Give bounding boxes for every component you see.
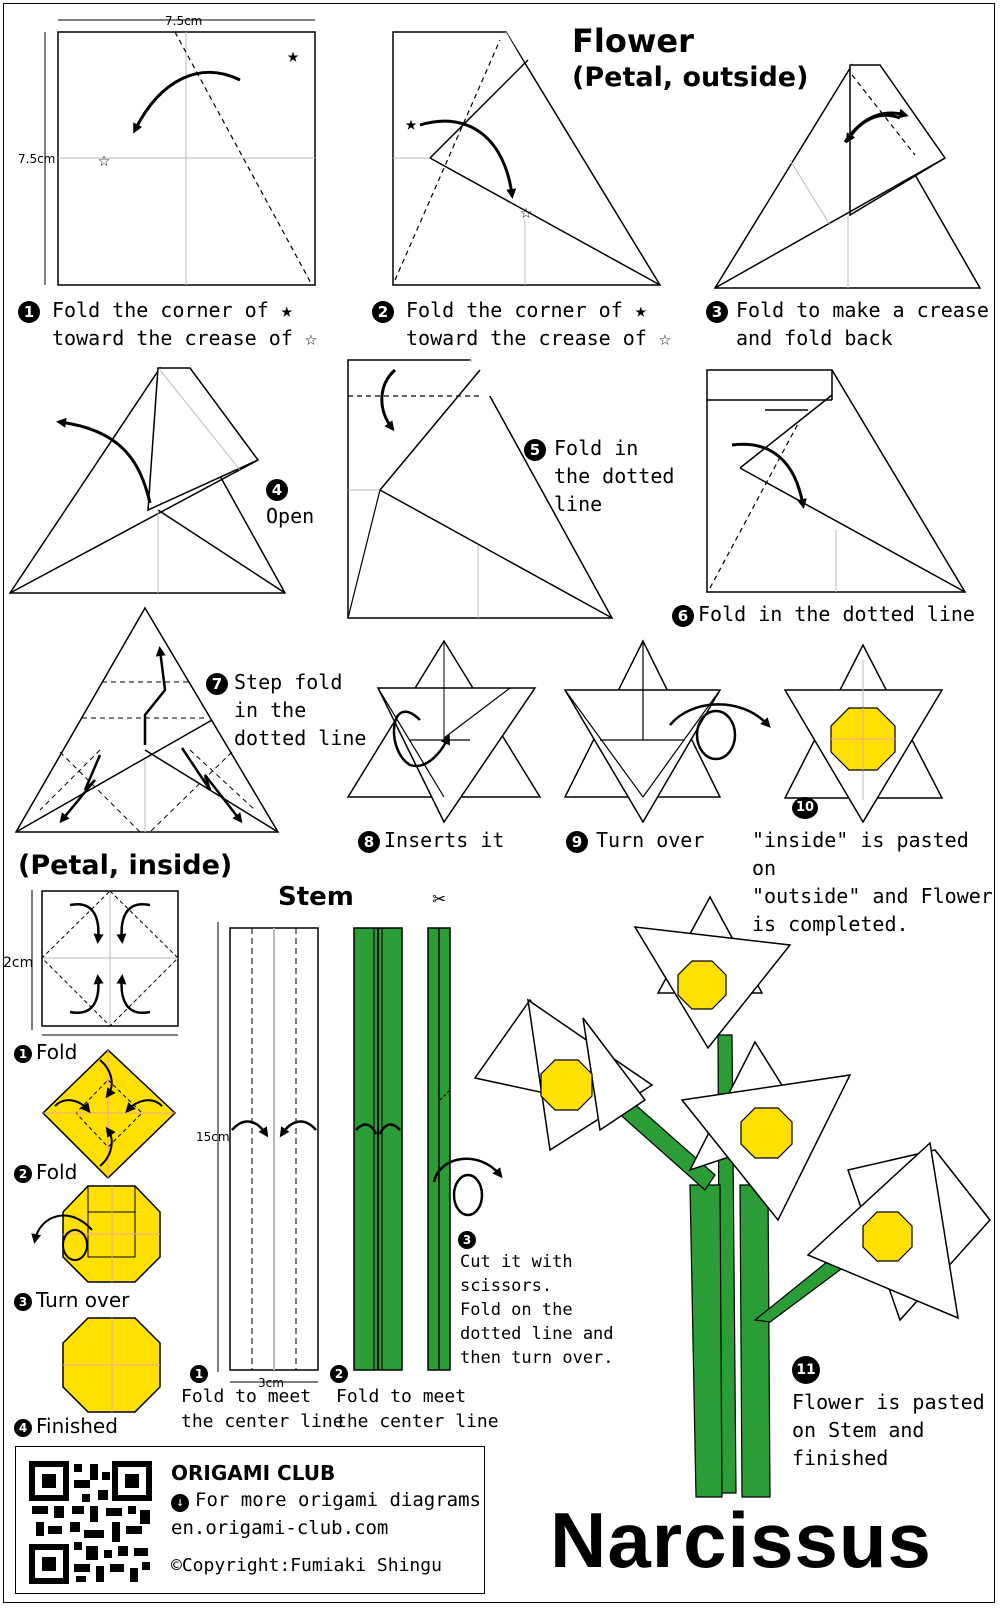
step3-diagram [713, 63, 982, 289]
step-10-number: 10 [792, 792, 822, 820]
final-narcissus-diagram [473, 895, 991, 1498]
step9-diagram [563, 639, 771, 824]
svg-text:★: ★ [405, 111, 417, 135]
copyright-text: ©Copyright:Fumiaki Shingu [171, 1555, 442, 1576]
inside-octagon-fold-diagram [31, 1185, 161, 1283]
stem-step-1-number: 1 [190, 1358, 212, 1386]
outline-star-icon: ☆ [98, 147, 110, 171]
page-frame [3, 3, 995, 1603]
more-diagrams-link[interactable]: ↓For more origami diagrams [171, 1489, 481, 1512]
step5-diagram [347, 359, 614, 619]
step10-flower-diagram [783, 643, 944, 824]
stem-step-3-label: Cut it with scissors. Fold on the dotted… [460, 1252, 614, 1368]
size-outside-width: 7.5cm [165, 14, 203, 28]
svg-text:☆: ☆ [520, 199, 532, 223]
club-name: ORIGAMI CLUB [171, 1461, 336, 1485]
step-11-label: Flower is pasted on Stem and finished [792, 1390, 985, 1470]
stem-step3-diagram: ✂ [427, 887, 503, 1371]
scissors-icon: ✂ [432, 887, 445, 912]
stem-width: 3cm [258, 1376, 284, 1390]
stem-step-3-number: 3 [458, 1224, 480, 1252]
stem-step1-diagram [217, 922, 319, 1383]
step-11-number: 11 [792, 1354, 824, 1384]
stem-step-2-number: 2 [330, 1358, 352, 1386]
stem-step-2-label: Fold to meet the center line [336, 1386, 499, 1432]
step2-diagram: ★ ☆ [392, 31, 662, 286]
subtitle-outside: (Petal, outside) [572, 62, 809, 93]
filled-star-icon: ★ [287, 43, 299, 67]
stem-step-1-label: Fold to meet the center line [181, 1386, 344, 1432]
step6-diagram [706, 369, 967, 593]
step7-diagram [14, 606, 280, 833]
subtitle-inside: (Petal, inside) [18, 850, 233, 881]
narcissus-title: Narcissus [550, 1496, 932, 1584]
footer-box: ORIGAMI CLUB ↓For more origami diagrams … [15, 1446, 485, 1594]
inside-finished-octagon [62, 1317, 161, 1413]
size-outside-height: 7.5cm [18, 152, 56, 166]
step8-diagram [346, 639, 542, 824]
qr-code-icon [28, 1460, 153, 1585]
stem-step2-diagram [353, 927, 403, 1371]
step4-diagram [8, 366, 287, 594]
stem-length: 15cm [196, 1130, 230, 1144]
site-url-link[interactable]: en.origami-club.com [171, 1517, 389, 1539]
step1-square-diagram: ★ ☆ [44, 19, 316, 286]
size-inside: 2cm [3, 955, 34, 971]
stem-title: Stem [278, 882, 354, 912]
inside-square-diagram [31, 890, 179, 1036]
down-arrow-icon: ↓ [171, 1494, 189, 1512]
inside-diamond-diagram [41, 1048, 177, 1180]
step-10-label: "inside" is pasted on "outside" and Flow… [752, 828, 993, 936]
page-title: Flower [572, 22, 694, 60]
